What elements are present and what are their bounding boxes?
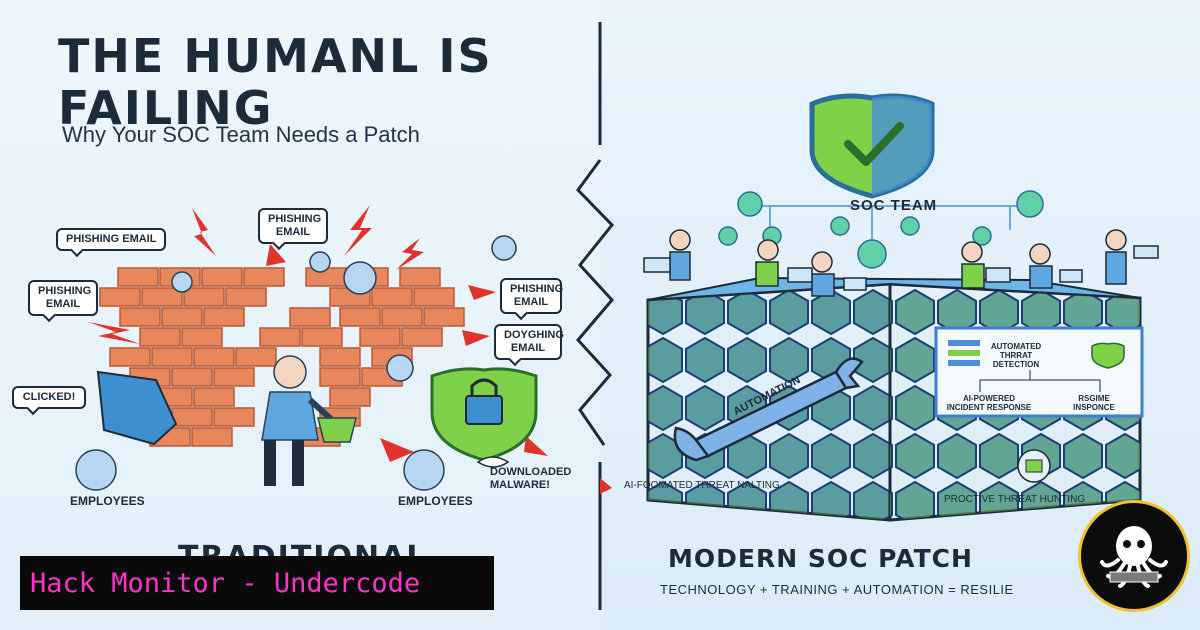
email-icon bbox=[476, 456, 510, 468]
modern-scene bbox=[600, 93, 1159, 522]
traditional-heading: TRADITIONAL bbox=[178, 540, 428, 560]
page-subtitle: Why Your SOC Team Needs a Patch bbox=[62, 122, 420, 147]
phishing-email-bubble: DOYGHING EMAIL bbox=[494, 324, 564, 360]
phishing-email-bubble: PHISHING EMAIL bbox=[56, 228, 167, 251]
octopus-icon bbox=[1100, 526, 1168, 588]
automated-threat-caption: AI-FOOMATED THREAT NALTING bbox=[624, 480, 780, 491]
robot-icon bbox=[1017, 449, 1051, 483]
screen-incident-label: AI-POWERED INCIDENT RESPONSE bbox=[946, 394, 1032, 412]
phishing-email-bubble: PHISHING EMAIL bbox=[500, 278, 563, 314]
modern-soc-heading: MODERN SOC PATCH bbox=[668, 544, 973, 573]
sad-face-icon bbox=[75, 235, 517, 491]
threat-detection-screen bbox=[934, 326, 1144, 418]
wrench-icon bbox=[673, 357, 864, 462]
broken-brick-wall bbox=[99, 267, 465, 447]
alert-arrow-icon bbox=[600, 478, 612, 494]
employee-figure bbox=[261, 355, 335, 486]
downloaded-malware-label: DOWNLOADED MALWARE! bbox=[490, 466, 572, 491]
soc-analyst-figure bbox=[669, 229, 1127, 297]
octopus-logo-icon bbox=[1078, 500, 1190, 612]
tech-node-icon bbox=[718, 190, 1044, 269]
soc-team-label: SOC TEAM bbox=[850, 197, 938, 214]
clicked-bubble: CLICKED! bbox=[12, 386, 86, 409]
shield-check-icon bbox=[809, 93, 935, 199]
laptop-icon bbox=[643, 245, 1159, 291]
bucket-icon bbox=[317, 417, 357, 443]
screen-detection-label: AUTOMATED THRRAT DETECTION bbox=[990, 342, 1042, 369]
fallen-employee-figure bbox=[96, 370, 178, 446]
employees-label: EMPLOYEES bbox=[398, 494, 473, 508]
phishing-email-bubble: PHISHING EMAIL bbox=[258, 208, 328, 244]
page-title: THE HUMANL IS FAILING bbox=[58, 29, 493, 135]
phishing-email-bubble: PHISHING EMAIL bbox=[28, 280, 98, 316]
padlock-shield-icon bbox=[430, 367, 538, 462]
resilience-formula: TECHNOLOGY + TRAINING + AUTOMATION = RES… bbox=[660, 582, 1014, 597]
employees-label: EMPLOYEES bbox=[70, 494, 145, 508]
brand-text: Hack Monitor - Undercode bbox=[30, 567, 421, 599]
brand-banner: Hack Monitor - Undercode bbox=[20, 556, 494, 610]
screen-regime-label: RSGIME INSPONCE bbox=[1073, 394, 1115, 412]
proactive-threat-hunting-caption: PROCTIVE THREAT HUNTING bbox=[944, 494, 1086, 505]
traditional-scene bbox=[75, 205, 548, 491]
